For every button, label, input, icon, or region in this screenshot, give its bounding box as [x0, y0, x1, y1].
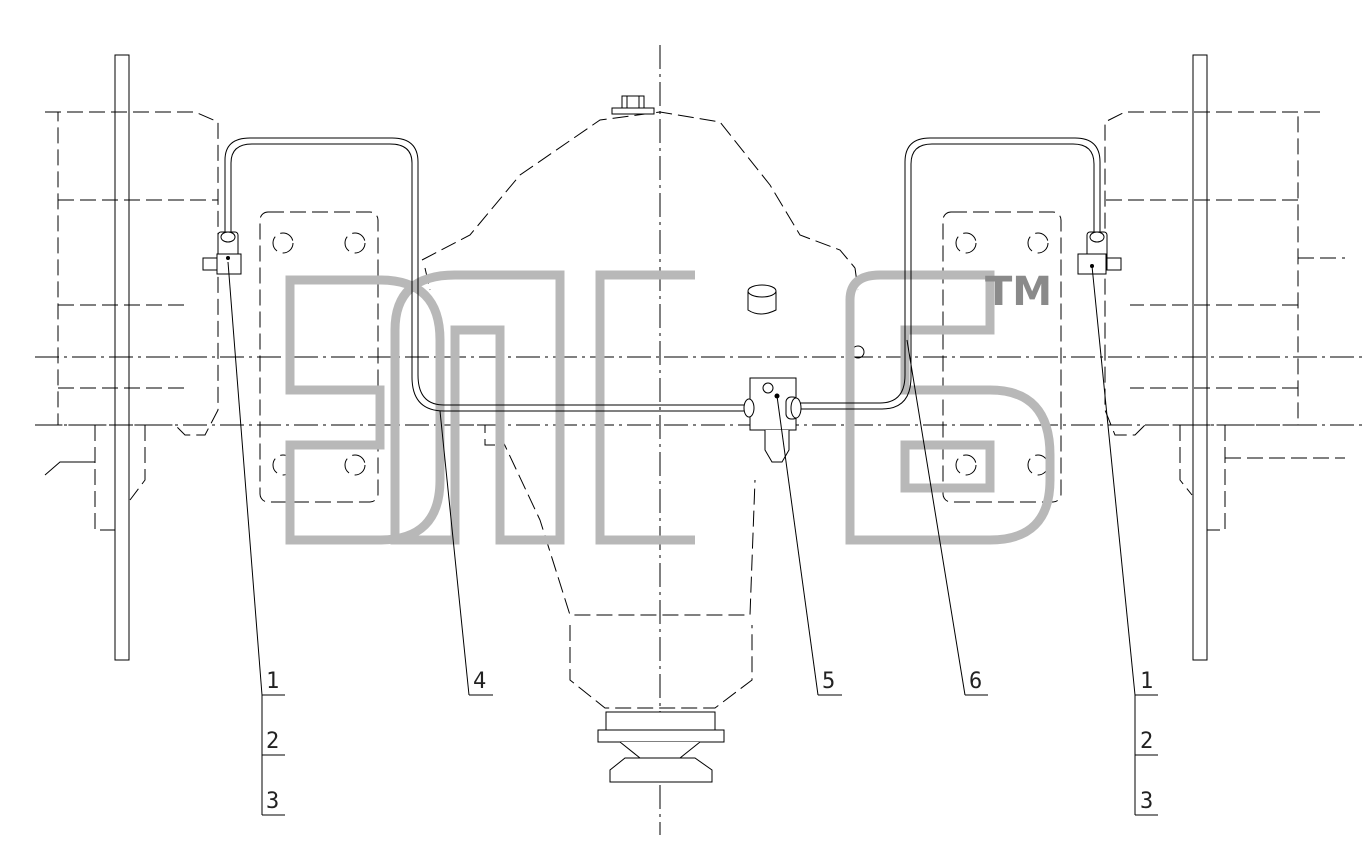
- breather-plug: [611, 95, 655, 115]
- callout-label: 3: [266, 789, 279, 814]
- right-brake-plate: [942, 211, 1062, 503]
- cylinder-boss: [747, 284, 777, 315]
- callout-label: 5: [822, 669, 835, 694]
- watermark-tm: TM: [985, 269, 1052, 315]
- left-pipe-fitting: [202, 231, 242, 275]
- left-wheel-hub: [44, 54, 219, 661]
- callout-label: 3: [1140, 789, 1153, 814]
- callout-label: 6: [969, 669, 982, 694]
- right-pipe-fitting: [1077, 231, 1122, 275]
- output-flange: [597, 711, 725, 783]
- right-wheel-hub: [1104, 54, 1345, 661]
- callout-label: 2: [1140, 729, 1153, 754]
- callout-label: 4: [473, 669, 486, 694]
- brake-pipe-left: [224, 137, 750, 412]
- brake-pipe-right: [790, 137, 1101, 410]
- leader-lines: [227, 261, 1158, 816]
- watermark-logo: TM: [285, 269, 1055, 545]
- tee-valve: [743, 377, 802, 463]
- callout-label: 1: [266, 669, 279, 694]
- callout-label: 1: [1140, 669, 1153, 694]
- callout-label: 2: [266, 729, 279, 754]
- center-lines: [35, 45, 1365, 835]
